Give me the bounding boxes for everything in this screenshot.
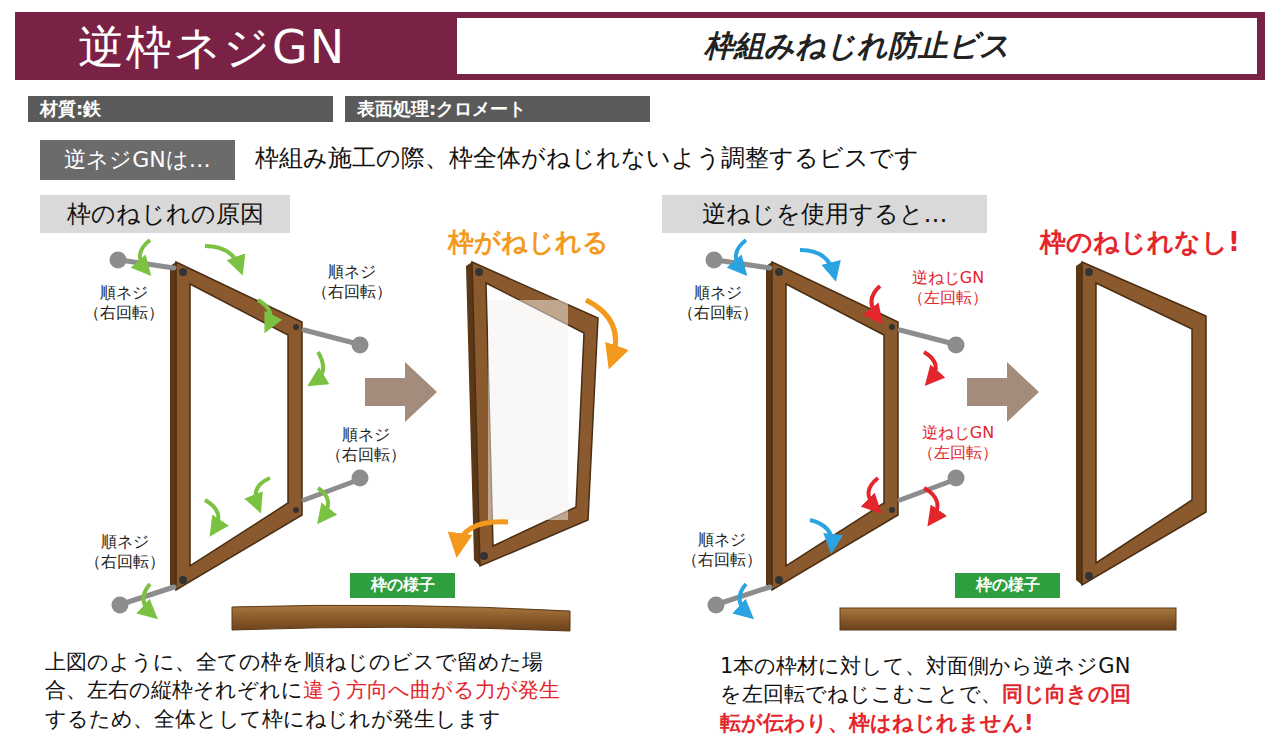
screw-callout: 順ネジ （右回転） [78,283,170,323]
result-arrow [365,362,437,422]
screw-callout: 順ネジ （右回転） [320,425,412,465]
node-text: 枠のねじれの原因 [67,198,264,230]
explanation-text: するため、全体として枠にねじれが発生します [45,707,501,731]
node-text: 枠組みねじれ防止ビス [704,26,1010,67]
rotation-arrow [140,240,328,614]
node-text: 逆ネジGNは… [64,145,211,175]
frame-twisted [475,268,483,276]
result-label: 枠がねじれる [448,226,609,259]
frame-straight [1076,262,1206,585]
rotation-arrow [739,584,748,614]
screw-callout: 順ネジ （右回転） [676,530,768,570]
explanation-text: 1本の枠材に対して、対面側から逆ネジGNを左回転でねじこむことで、同じ向きの回転… [720,652,1150,737]
screw-callout: 逆ねじGN （左回転） [903,423,1013,463]
frame-right-before [766,262,898,590]
node-text: 表面処理:クロメート [357,97,526,121]
screw [304,480,358,500]
frame-straight [1085,572,1093,580]
rotation-arrow [868,478,878,508]
wood-bar [232,605,1176,631]
frame-right-before [766,262,898,590]
emphasis-text: 違う方向へ曲がる力が発生 [303,678,560,702]
rotation-arrow [256,478,270,506]
explanation-text: 上図のように、全ての枠を順ねじのビスで留めた場合、左右の縦枠それぞれに違う方向へ… [45,648,580,733]
screw [716,260,770,268]
section-header: 枠のねじれの原因 [40,195,290,233]
screw [112,254,962,611]
description: 枠組み施工の際、枠全体がねじれないよう調整するビスです [255,143,919,173]
rotation-arrow [314,352,323,382]
frame-straight [1082,262,1206,585]
rotation-arrow [318,488,328,518]
screw [710,599,722,611]
screw [354,339,366,351]
subtitle-box: 枠組みねじれ防止ビス [457,18,1257,74]
caption-tag: 枠の様子 [350,573,455,598]
spec-bar: 材質:鉄 [28,96,333,122]
rotation-arrow [924,488,937,520]
rotation-arrow [924,352,936,380]
node-text: 材質:鉄 [40,97,101,121]
screw [950,472,962,484]
rotation-arrow [143,584,152,614]
rotation-arrow [258,300,270,326]
screw [304,330,358,344]
spec-bar: 表面処理:クロメート [345,96,650,122]
rotation-arrow [871,286,880,318]
frame-twisted [488,300,568,520]
twist-arrow [586,300,616,360]
screw-callout: 順ネジ （右回転） [80,532,170,572]
title: 逆枠ネジGN [78,17,346,79]
rotation-arrow [140,240,150,270]
rotation-arrow [800,250,834,274]
screw [114,599,126,611]
screw [112,254,124,266]
screw [354,472,366,484]
node-text: 逆ねじを使用すると… [702,198,948,230]
rotation-arrow [205,500,218,530]
screw [120,260,174,268]
screw-callout: 順ネジ （右回転） [306,262,398,302]
result-arrow [365,362,1039,422]
screw [708,254,720,266]
screw [950,339,962,351]
rotation-arrow [205,246,240,268]
frame-straight [1085,268,1093,276]
node-text: 枠の様子 [371,575,435,596]
frame-left-before [170,262,302,590]
rotation-arrow [868,286,937,520]
screw-callout: 順ネジ （右回転） [672,283,764,323]
twist-arrow [458,522,508,548]
node-text: 枠の様子 [976,575,1040,596]
frame-straight [1076,262,1082,585]
caption-tag: 枠の様子 [955,573,1060,598]
wood-bar [232,605,570,631]
frame-twisted [480,552,488,560]
frame-left-before [170,262,302,590]
twist-arrow [458,300,616,548]
rotation-arrow [736,240,746,270]
screw [900,330,954,344]
screw-callout: 逆ねじGN （左回転） [893,268,1003,308]
header-band [15,12,1265,80]
wood-bar [840,608,1176,630]
rotation-arrow [810,520,832,546]
frame-twisted [466,262,598,566]
result-label: 枠のねじれなし! [1040,226,1240,259]
intro-box: 逆ネジGNは… [40,140,235,180]
section-header: 逆ねじを使用すると… [662,195,987,233]
result-arrow [967,362,1039,422]
